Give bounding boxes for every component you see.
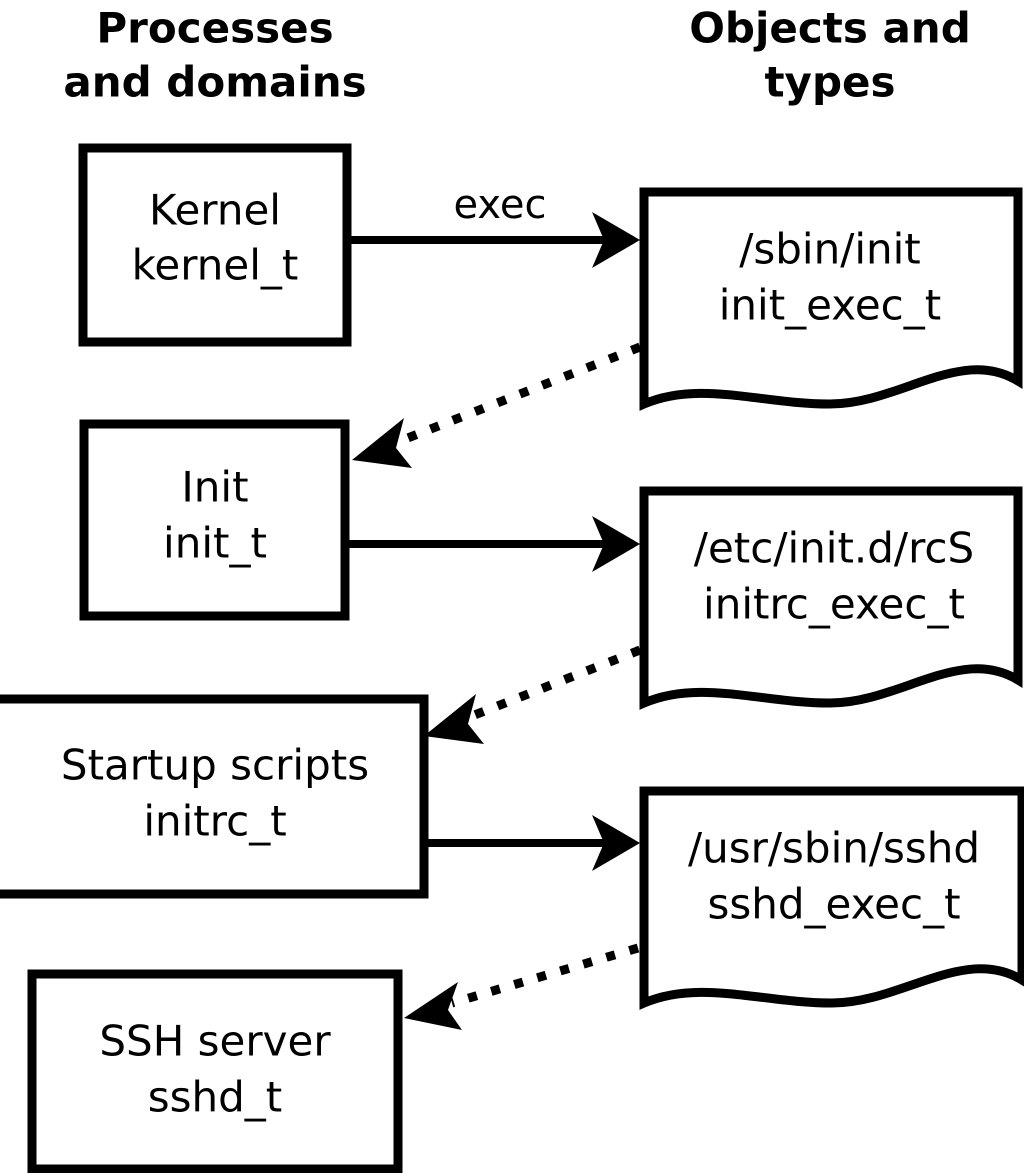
node-initrc-exec-document-shape[interactable] (639, 486, 1023, 710)
node-init-exec-label-line2: init_exec_t (719, 281, 942, 330)
node-init-exec-label-line1: /sbin/init (739, 225, 921, 274)
node-initrc-exec-label-line1: /etc/init.d/rcS (694, 524, 974, 573)
node-sshd-label-line1: SSH server (99, 1017, 331, 1066)
node-sshd-exec-label-line2: sshd_exec_t (707, 880, 960, 929)
node-initrc-exec[interactable]: /etc/init.d/rcS initrc_exec_t (639, 486, 1023, 710)
edge-label-exec: exec (454, 182, 547, 228)
node-initrc[interactable]: Startup scripts initrc_t (0, 694, 429, 899)
column-heading-processes-line1: Processes (96, 4, 333, 53)
edge-initrc-exec-transition-initrc (424, 645, 642, 744)
edge-kernel-exec-init-exec-arrowhead (592, 212, 640, 268)
node-sshd-box[interactable] (27, 969, 403, 1173)
node-kernel[interactable]: Kernel kernel_t (78, 143, 352, 347)
node-kernel-label-line1: Kernel (149, 186, 281, 235)
node-kernel-box[interactable] (78, 143, 352, 347)
node-sshd[interactable]: SSH server sshd_t (27, 969, 403, 1173)
node-init-label-line1: Init (181, 463, 248, 512)
edge-sshd-exec-transition-sshd-arrowhead (404, 982, 462, 1030)
edge-init-exec-transition-init-line (398, 342, 642, 446)
edge-initrc-exec-sshd-exec (428, 815, 640, 871)
edge-initrc-exec-transition-initrc-line (470, 645, 642, 721)
node-initrc-exec-label-line2: initrc_exec_t (703, 580, 965, 629)
node-sshd-exec[interactable]: /usr/sbin/sshd sshd_exec_t (639, 786, 1024, 1010)
edge-initrc-exec-transition-initrc-arrowhead (424, 694, 484, 744)
edge-init-exec-transition-init (352, 342, 642, 468)
edge-init-exec-initrc-exec-arrowhead (592, 516, 640, 572)
column-heading-processes-line2: and domains (63, 58, 366, 107)
node-init-label-line2: init_t (163, 519, 267, 568)
column-heading-objects: Objects and types (689, 4, 971, 107)
column-heading-processes: Processes and domains (63, 4, 366, 107)
node-sshd-exec-document-shape[interactable] (639, 786, 1024, 1010)
node-sshd-label-line2: sshd_t (148, 1073, 283, 1122)
node-sshd-exec-label-line1: /usr/sbin/sshd (688, 824, 980, 873)
edge-init-exec-initrc-exec (348, 516, 640, 572)
node-initrc-box[interactable] (0, 694, 429, 899)
node-init-exec[interactable]: /sbin/init init_exec_t (639, 187, 1023, 411)
node-initrc-label-line2: initrc_t (143, 797, 286, 846)
edge-kernel-exec-init-exec: exec (350, 182, 640, 268)
node-init-exec-document-shape[interactable] (639, 187, 1023, 411)
node-initrc-label-line1: Startup scripts (61, 741, 369, 790)
edge-sshd-exec-transition-sshd-line (450, 943, 640, 1008)
column-heading-objects-line1: Objects and (689, 4, 971, 53)
node-init[interactable]: Init init_t (79, 419, 350, 621)
node-init-box[interactable] (79, 419, 350, 621)
edge-sshd-exec-transition-sshd (404, 943, 640, 1030)
edge-initrc-exec-sshd-exec-arrowhead (592, 815, 640, 871)
column-heading-objects-line2: types (764, 58, 895, 107)
node-kernel-label-line2: kernel_t (132, 241, 299, 290)
edge-init-exec-transition-init-arrowhead (352, 418, 412, 468)
